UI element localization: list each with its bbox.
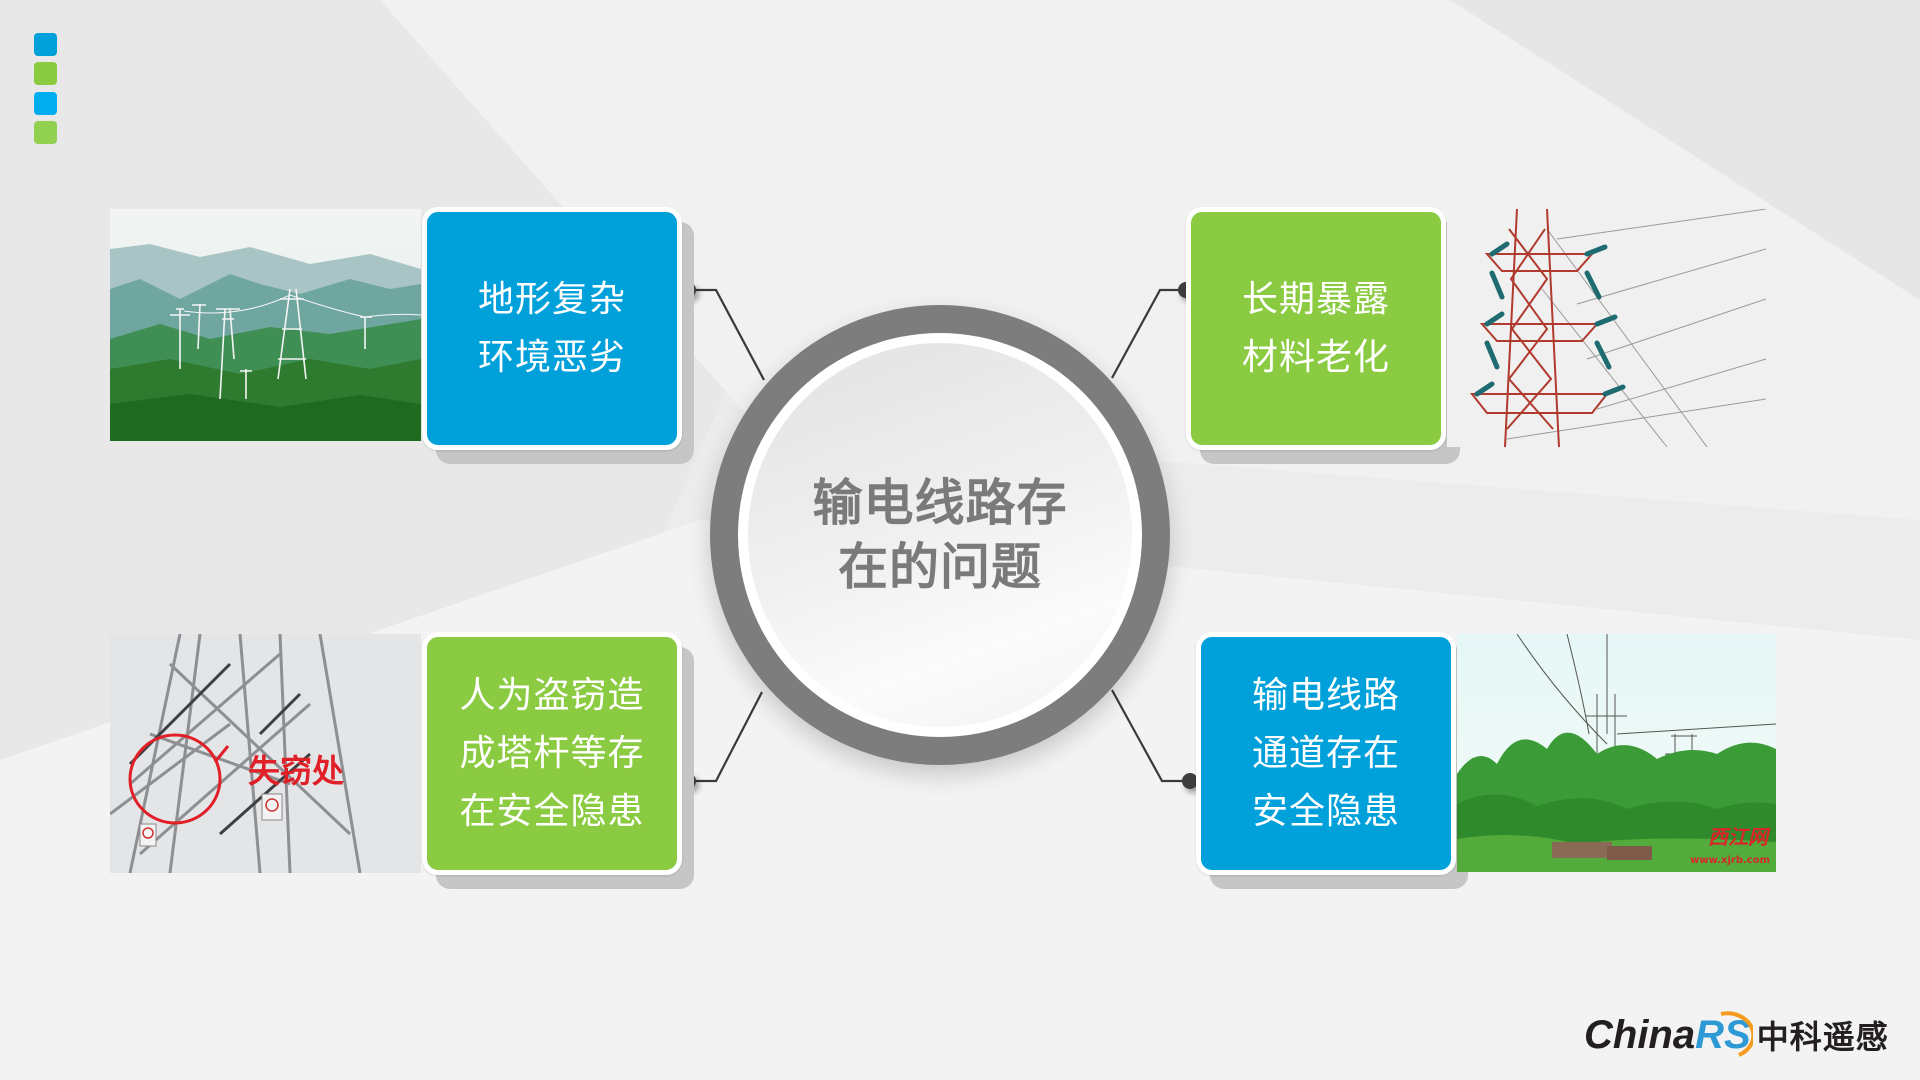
center-title-line-2: 在的问题 — [838, 538, 1042, 596]
chinars-logo: China RS 中科遥感 — [1584, 1010, 1889, 1058]
accent-square-1 — [34, 33, 57, 56]
issue-card-theft: 人为盗窃造 成塔杆等存 在安全隐患 — [422, 632, 682, 875]
accent-square-3 — [34, 92, 57, 115]
photo-steel-pylon — [1447, 209, 1766, 447]
issue-text-line: 地形复杂 — [477, 278, 626, 320]
center-title-line-1: 输电线路存 — [812, 474, 1068, 532]
logo-chinese: 中科遥感 — [1756, 1018, 1889, 1056]
theft-annotation-label: 失窃处 — [248, 752, 345, 790]
watermark-url: www.xjrb.com — [1690, 855, 1770, 866]
issue-card-terrain: 地形复杂 环境恶劣 — [422, 207, 682, 450]
issue-text-line: 长期暴露 — [1241, 278, 1390, 320]
photo-trees-power-line: 西江网 www.xjrb.com — [1457, 634, 1776, 872]
logo-latin: China — [1584, 1012, 1696, 1057]
issue-text-line: 安全隐患 — [1251, 790, 1400, 832]
watermark-xijiang: 西江网 — [1708, 825, 1768, 849]
logo-rs-text: RS — [1695, 1012, 1751, 1057]
issue-card-corridor: 输电线路 通道存在 安全隐患 — [1196, 632, 1456, 875]
issue-text-line: 输电线路 — [1251, 674, 1400, 716]
logo-swoosh-icon — [1720, 1010, 1754, 1057]
logo-latin-accent: RS — [1695, 1010, 1754, 1058]
issue-text-line: 在安全隐患 — [459, 790, 645, 832]
issue-text-line: 环境恶劣 — [477, 336, 626, 378]
issue-text-line: 材料老化 — [1241, 336, 1390, 378]
center-title-disc: 输电线路存 在的问题 — [748, 343, 1132, 727]
issue-text-line: 成塔杆等存 — [459, 732, 645, 774]
accent-square-2 — [34, 62, 57, 85]
photo-tower-theft: 失窃处 — [110, 634, 421, 873]
issue-text-line: 通道存在 — [1251, 732, 1400, 774]
issue-text-line: 人为盗窃造 — [459, 674, 645, 716]
photo-mountain-towers — [110, 209, 421, 441]
issue-card-aging: 长期暴露 材料老化 — [1186, 207, 1446, 450]
accent-square-4 — [34, 121, 57, 144]
